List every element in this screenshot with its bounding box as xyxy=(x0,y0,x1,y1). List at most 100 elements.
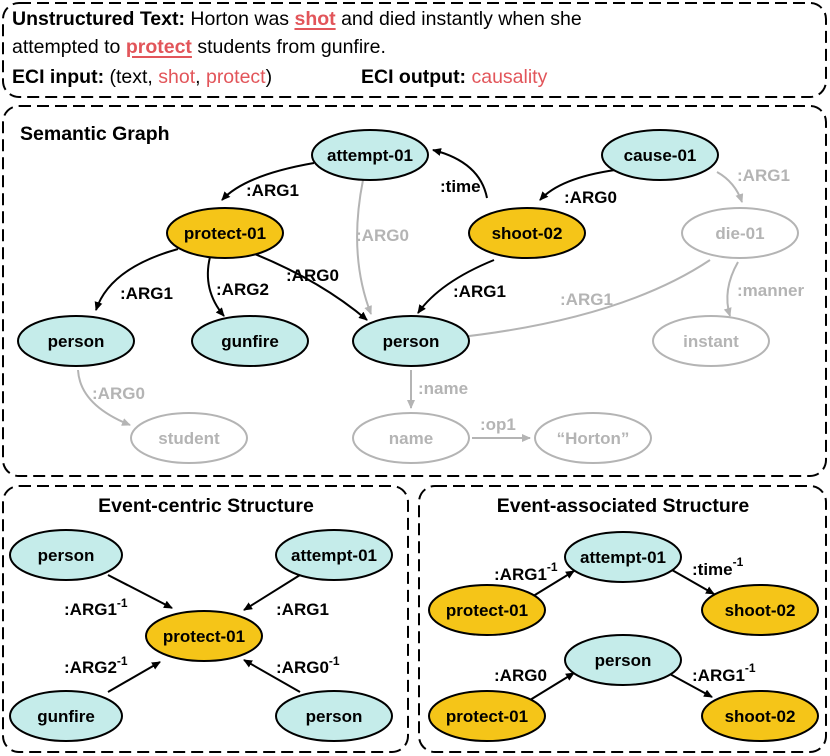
label-protect-person-mid: :ARG0 xyxy=(286,266,339,285)
unstructured-text-line-1: Unstructured Text: Horton was shot and d… xyxy=(12,8,582,31)
node-die: die-01 xyxy=(681,207,799,259)
svg-text:person: person xyxy=(38,546,95,565)
ec-edge-gunfire xyxy=(107,661,161,693)
ec-node-person-top: person xyxy=(9,529,123,581)
eci-output-value: causality xyxy=(471,66,548,88)
edge-die-person xyxy=(451,259,711,342)
eci-output-label: ECI output: xyxy=(361,66,467,88)
ea-edge-person-shoot xyxy=(667,672,713,698)
ec-node-gunfire: gunfire xyxy=(9,690,123,742)
label-cause-die: :ARG1 xyxy=(737,166,790,185)
ec-label-attempt: :ARG1 xyxy=(276,600,329,619)
ec-edge-person-top xyxy=(107,574,173,609)
label-attempt-person: :ARG0 xyxy=(356,226,409,245)
edge-protect-person-mid xyxy=(249,251,368,321)
eci-input-line: ECI input: (text, shot, protect) xyxy=(12,66,272,89)
eci-input-arg1: shot xyxy=(158,66,196,88)
edge-shoot-person xyxy=(417,259,495,314)
ec-node-protect[interactable]: protect-01 xyxy=(145,610,263,662)
semantic-graph-frame xyxy=(2,105,827,477)
svg-text:die-01: die-01 xyxy=(715,224,764,243)
ea-label-person-shoot: :ARG1-1 xyxy=(692,661,756,685)
svg-text:person: person xyxy=(48,332,105,351)
semantic-graph-title: Semantic Graph xyxy=(20,123,170,145)
edge-protect-person-left xyxy=(94,248,179,311)
event-centric-frame xyxy=(2,485,409,753)
node-attempt: attempt-01 xyxy=(311,129,429,181)
ec-label-person-bottom: :ARG0-1 xyxy=(276,654,340,677)
svg-text:person: person xyxy=(383,332,440,351)
label-protect-person-left: :ARG1 xyxy=(120,284,173,303)
ec-edge-attempt xyxy=(243,574,301,611)
svg-text:attempt-01: attempt-01 xyxy=(327,146,413,165)
sentence-part-1: Horton was xyxy=(190,8,290,30)
label-name-horton: :op1 xyxy=(480,415,516,434)
node-shoot[interactable]: shoot-02 xyxy=(468,207,586,259)
header-frame xyxy=(2,2,827,98)
ea-node-shoot-bottom[interactable]: shoot-02 xyxy=(701,690,819,742)
svg-text:protect-01: protect-01 xyxy=(163,627,245,646)
ea-edge-attempt-shoot xyxy=(671,569,715,595)
ea-node-shoot-top[interactable]: shoot-02 xyxy=(701,584,819,636)
label-shoot-person: :ARG1 xyxy=(453,282,506,301)
svg-text:protect-01: protect-01 xyxy=(184,224,266,243)
ec-node-attempt: attempt-01 xyxy=(275,529,393,581)
edge-cause-die xyxy=(716,171,744,203)
ea-node-protect-top[interactable]: protect-01 xyxy=(428,584,546,636)
svg-text:shoot-02: shoot-02 xyxy=(725,601,796,620)
svg-text:instant: instant xyxy=(683,332,739,351)
eci-input-label: ECI input: xyxy=(12,66,105,88)
svg-text:protect-01: protect-01 xyxy=(446,707,528,726)
svg-text:attempt-01: attempt-01 xyxy=(580,548,666,567)
eci-input-arg2: protect xyxy=(205,66,266,88)
ea-label-attempt-shoot: :time-1 xyxy=(692,555,744,579)
sentence-part-3: attempted to xyxy=(12,36,121,58)
node-person-mid: person xyxy=(352,315,470,367)
node-name: name xyxy=(352,412,470,464)
unstructured-text-label: Unstructured Text: xyxy=(12,8,185,30)
ec-node-person-bottom: person xyxy=(275,690,393,742)
svg-text:protect-01: protect-01 xyxy=(446,601,528,620)
label-shoot-attempt: :time xyxy=(440,177,481,196)
ea-node-attempt: attempt-01 xyxy=(564,531,682,583)
ea-label-protect-person: :ARG0 xyxy=(494,666,547,685)
svg-text:gunfire: gunfire xyxy=(37,707,95,726)
ec-label-person-top: :ARG1-1 xyxy=(64,596,128,619)
svg-text:attempt-01: attempt-01 xyxy=(291,546,377,565)
edge-die-instant xyxy=(723,261,739,317)
ec-edge-person-bottom xyxy=(243,659,301,693)
sentence-part-2: and died instantly when she xyxy=(341,8,582,30)
label-attempt-protect: :ARG1 xyxy=(246,181,299,200)
edge-attempt-person xyxy=(356,179,372,315)
ea-node-protect-bottom[interactable]: protect-01 xyxy=(428,690,546,742)
ea-edge-protect-attempt xyxy=(529,570,575,599)
label-die-instant: :manner xyxy=(737,281,804,300)
svg-text:“Horton”: “Horton” xyxy=(557,429,630,448)
node-instant: instant xyxy=(652,315,770,367)
node-horton: “Horton” xyxy=(534,412,652,464)
event-centric-title: Event-centric Structure xyxy=(98,495,314,517)
edge-shoot-attempt xyxy=(432,148,488,199)
edge-cause-shoot xyxy=(539,169,616,201)
node-cause: cause-01 xyxy=(601,129,719,181)
svg-text:person: person xyxy=(595,651,652,670)
node-gunfire: gunfire xyxy=(191,315,309,367)
svg-text:student: student xyxy=(158,429,220,448)
label-die-person: :ARG1 xyxy=(560,290,613,309)
eci-output-line: ECI output: causality xyxy=(361,66,547,89)
ec-label-gunfire: :ARG2-1 xyxy=(64,654,128,677)
sentence-part-4: students from gunfire. xyxy=(197,36,386,58)
edge-person-student xyxy=(77,369,131,426)
label-cause-shoot: :ARG0 xyxy=(564,188,617,207)
event-associated-title: Event-associated Structure xyxy=(497,495,750,517)
ea-node-person: person xyxy=(564,634,682,686)
svg-text:name: name xyxy=(389,429,433,448)
node-student: student xyxy=(130,412,248,464)
word-protect: protect xyxy=(125,36,192,58)
node-protect[interactable]: protect-01 xyxy=(166,207,284,259)
label-protect-gunfire: :ARG2 xyxy=(216,280,269,299)
event-associated-frame xyxy=(418,485,827,753)
ea-label-protect-attempt: :ARG1-1 xyxy=(494,560,558,584)
label-person-name: :name xyxy=(418,379,468,398)
